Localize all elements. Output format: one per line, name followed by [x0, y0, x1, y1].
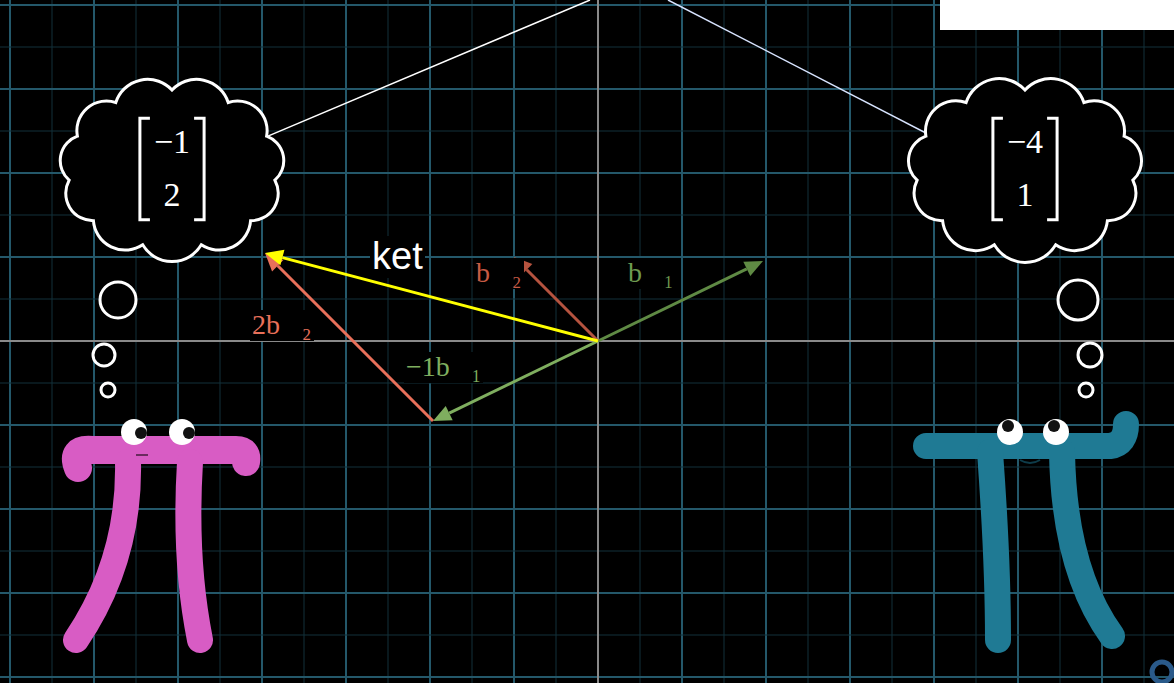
cloud-outline	[48, 70, 296, 268]
thought-dot	[1078, 343, 1102, 367]
axis	[0, 340, 1174, 342]
thought-dot	[93, 344, 115, 366]
ket-vector	[282, 258, 598, 341]
cloud-outline	[896, 70, 1154, 268]
pupil	[1002, 420, 1014, 432]
thought-dot	[1079, 383, 1093, 397]
eye	[169, 419, 195, 445]
thought-dot	[101, 383, 115, 397]
ket-vector-head	[265, 250, 284, 265]
vector-label: b⃗₁	[626, 258, 676, 289]
matrix-bracket	[194, 118, 204, 219]
cloud-shape	[908, 79, 1141, 263]
mouth	[1020, 460, 1040, 463]
grid-line	[0, 676, 1174, 678]
grid-line	[0, 383, 1174, 384]
pi-leg	[188, 462, 200, 640]
matrix-bracket	[1047, 118, 1057, 219]
vector-label: b⃗₂	[474, 258, 524, 289]
corner-icon	[1152, 662, 1172, 682]
thought-cloud: −12	[48, 70, 296, 268]
pink-pi-creature	[76, 419, 246, 640]
column-vector: −41	[1007, 116, 1043, 221]
thought-dot	[100, 282, 136, 318]
matrix-bracket	[993, 118, 1003, 219]
pi-leg	[1062, 452, 1112, 636]
vectors	[265, 250, 763, 421]
eye	[121, 419, 147, 445]
pupil	[135, 427, 147, 439]
grid-line	[0, 340, 1174, 342]
white-panel	[940, 0, 1174, 30]
vector-name: ket	[370, 236, 425, 278]
matrix-entry: 1	[1017, 169, 1034, 222]
pupil	[1048, 420, 1060, 432]
eye	[1043, 419, 1069, 445]
column-vector: −12	[154, 116, 190, 221]
pupil	[183, 427, 195, 439]
matrix-entry: 2	[164, 169, 181, 222]
b1-vector-head	[743, 261, 763, 276]
pi-bar	[926, 424, 1126, 446]
eye	[997, 419, 1023, 445]
matrix-entry: −1	[154, 116, 190, 169]
minus-b1-vector-head	[433, 406, 453, 421]
matrix-bracket	[140, 118, 150, 219]
mouth	[136, 454, 148, 456]
thought-cloud: −41	[896, 70, 1154, 268]
thought-dots	[93, 280, 1102, 397]
two-b2-vector	[278, 266, 433, 421]
teal-pi-creature	[926, 419, 1126, 640]
vector-label: −1b⃗₁	[404, 352, 483, 383]
grid-line	[0, 47, 1174, 48]
grid-line	[0, 299, 1174, 300]
thought-dot	[1058, 280, 1098, 320]
cloud-shape	[60, 79, 284, 261]
vector-label: 2b⃗₂	[250, 310, 314, 341]
pi-leg	[990, 452, 998, 640]
matrix-entry: −4	[1007, 116, 1043, 169]
pi-leg	[76, 462, 128, 640]
pi-bar	[76, 450, 246, 468]
